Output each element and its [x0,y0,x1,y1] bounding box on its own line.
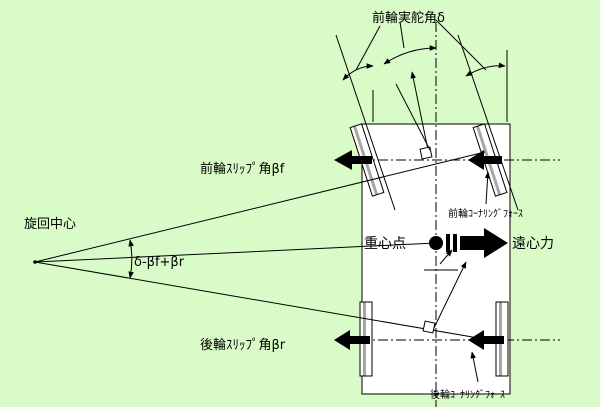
turning-radius-cg [34,242,437,263]
front-slip-line [395,83,431,151]
front-velocity-vector [410,71,429,151]
rear-velocity-vector [431,261,467,333]
front-cf-leader [484,171,491,205]
front-slip-angle-label: 前輪ｽﾘｯﾌﾟ角βf [200,161,285,177]
centrifugal-force-label: 遠心力 [512,236,554,252]
rear-slip-angle-label: 後輪ｽﾘｯﾌﾟ角βr [200,337,286,353]
front-right-force-arrow [468,150,502,170]
steer-arc-center [383,45,437,65]
center-of-gravity-dot [429,236,443,250]
front-cornering-force-label: 前輪ｺｰﾅﾘﾝｸﾞﾌｫｰｽ [448,207,523,220]
rear-left-force-arrow [334,330,370,350]
center-of-gravity-label: 重心点 [364,236,406,252]
angle-formula-label: δ-βf+βr [134,255,185,270]
steer-arc-right [465,62,506,77]
turning-angle-arc [128,239,134,279]
steer-label-leader-1 [399,21,405,49]
rear-right-angle-mark [422,320,436,334]
cg-velocity-arrow [439,249,453,265]
centrifugal-force-arrow [446,228,508,258]
front-actual-steer-label: 前輪実舵角δ [372,10,445,26]
steer-arc-left [342,63,374,81]
steer-label-leader-3 [355,25,381,71]
rear-cf-leader [470,351,479,383]
turning-center-point [33,260,37,264]
steer-label-leader-2 [435,19,487,71]
rear-right-force-arrow [468,330,504,350]
rear-cornering-force-label: 後輪ｺｰﾅﾘﾝｸﾞﾌｫｰｽ [430,388,505,401]
turning-radius-rear [34,261,491,341]
front-right-angle-mark [419,146,433,160]
turning-radius-front [34,151,486,263]
turning-center-label: 旋回中心 [24,217,76,232]
front-left-force-arrow [334,150,372,170]
